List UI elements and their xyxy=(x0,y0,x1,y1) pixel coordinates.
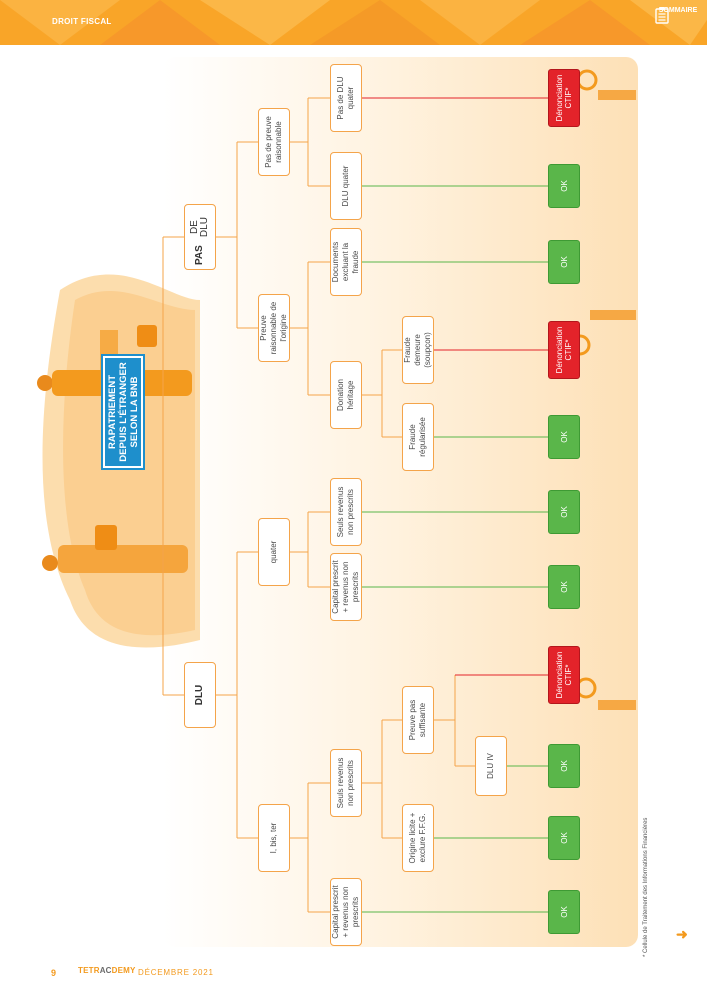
page-number: 9 xyxy=(51,968,57,978)
node-preuve-pas-suffisante: Preuve pas suffisante xyxy=(402,686,434,754)
node-pas-de-preuve: Pas de preuve raisonnable xyxy=(258,108,290,176)
node-quater: quater xyxy=(258,518,290,586)
clipboard-icon xyxy=(655,7,669,24)
section-title: DROIT FISCAL xyxy=(52,17,112,26)
result-denonciation-3: Dénonciation CTIF* xyxy=(548,69,580,127)
result-ok-7: OK xyxy=(548,240,580,284)
node-pas-de-dlu: PAS DE DLU xyxy=(184,204,216,270)
node-preuve-raisonnable: Preuve raisonnable de l'origine xyxy=(258,294,290,362)
person-bottom xyxy=(42,525,188,573)
result-ok-5: OK xyxy=(548,490,580,534)
investigator-figures xyxy=(569,69,636,710)
node-seuls-revenus-1: Seuls revenus non prescrits xyxy=(330,749,362,817)
rotated-diagram: RAPATRIEMENT DEPUIS L'ÉTRANGER SELON LA … xyxy=(0,64,707,1000)
next-page-arrow-icon[interactable]: ➜ xyxy=(676,926,688,942)
node-capital-1: Capital prescrit + revenus non prescrits xyxy=(330,878,362,946)
result-ok-2: OK xyxy=(548,816,580,860)
node-fraude-regularisee: Fraude régularisée xyxy=(402,403,434,471)
node-pas-dlu-quater: Pas de DLU quater xyxy=(330,64,362,132)
result-ok-6: OK xyxy=(548,415,580,459)
node-origine-licite: Origine licite + exclure F.F.G. xyxy=(402,804,434,872)
footnote: * Cellule de Traitement des Informations… xyxy=(643,817,649,957)
result-denonciation-1: Dénonciation CTIF* xyxy=(548,646,580,704)
result-ok-1: OK xyxy=(548,890,580,934)
result-ok-3: OK xyxy=(548,744,580,788)
top-banner: DROIT FISCAL SOMMAIRE xyxy=(0,0,707,45)
node-capital-2: Capital prescrit + revenus non prescrits xyxy=(330,553,362,621)
issue-date: DÉCEMBRE 2021 xyxy=(138,968,214,977)
result-ok-4: OK xyxy=(548,565,580,609)
banner-pattern xyxy=(0,0,707,45)
node-dlu-quater: DLU quater xyxy=(330,152,362,220)
node-seuls-revenus-2: Seuls revenus non prescrits xyxy=(330,478,362,546)
sommaire-button[interactable]: SOMMAIRE xyxy=(655,6,701,24)
sommaire-label: SOMMAIRE xyxy=(658,7,698,14)
result-denonciation-2: Dénonciation CTIF* xyxy=(548,321,580,379)
node-dlu-iv: DLU IV xyxy=(475,736,507,796)
node-donation: Donation héritage xyxy=(330,361,362,429)
node-dlu: DLU xyxy=(184,662,216,728)
node-ibister: I, bis, ter xyxy=(258,804,290,872)
result-ok-8: OK xyxy=(548,164,580,208)
node-documents: Documents excluant la fraude xyxy=(330,228,362,296)
diagram-title: RAPATRIEMENT DEPUIS L'ÉTRANGER SELON LA … xyxy=(103,356,143,468)
brand-logo: TETRACDEMY xyxy=(78,966,136,975)
node-fraude-demeure: Fraude demeure (soupçon) xyxy=(402,316,434,384)
